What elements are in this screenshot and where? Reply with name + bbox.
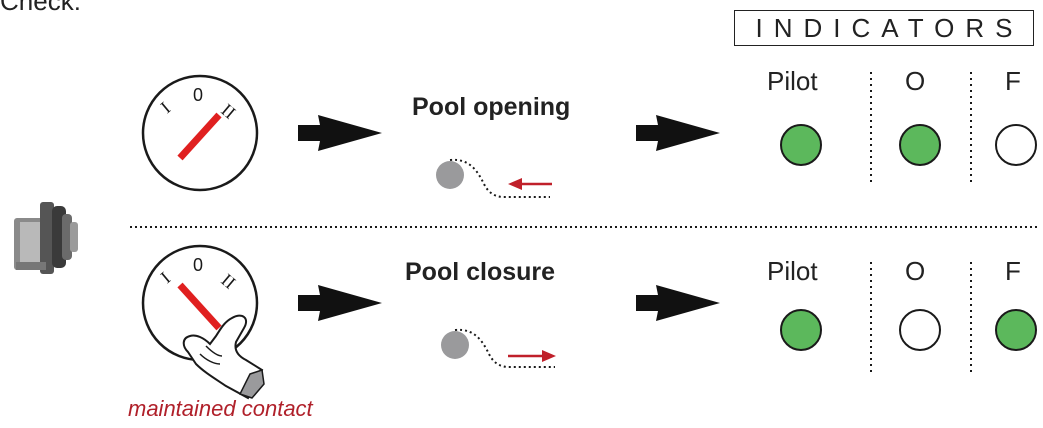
column-label-f: F: [1005, 256, 1021, 286]
maintained-contact-caption: maintained contact: [128, 396, 313, 421]
svg-text:II: II: [217, 100, 239, 123]
lamp-pilot: [780, 309, 822, 351]
direction-arrow-left-icon: [508, 178, 552, 190]
svg-text:I: I: [157, 268, 174, 287]
selector-switch-icon: I 0 II: [141, 74, 259, 192]
selector-switch-icon: I 0 II: [141, 244, 259, 362]
column-label-f: F: [1005, 66, 1021, 96]
lamp-o: [899, 124, 941, 166]
column-label-pilot: Pilot: [767, 66, 818, 96]
lamp-f: [995, 309, 1037, 351]
flow-arrow-icon: [636, 285, 720, 321]
pushbutton-device-icon: [14, 202, 78, 274]
column-label-o: O: [905, 256, 926, 286]
flow-arrow-icon: [298, 115, 382, 151]
travel-ball-icon: [436, 158, 550, 198]
svg-text:I: I: [157, 98, 174, 117]
lamp-o: [899, 309, 941, 351]
svg-text:II: II: [217, 270, 239, 293]
column-label-o: O: [905, 66, 926, 96]
indicators-title-box: INDICATORS: [734, 10, 1034, 46]
flow-arrow-icon: [636, 115, 720, 151]
row-label-closure: Pool closure: [405, 258, 556, 286]
lamp-f: [995, 124, 1037, 166]
header-text: Check:: [0, 0, 81, 16]
indicators-title: INDICATORS: [755, 12, 1024, 43]
row-label-opening: Pool opening: [412, 93, 571, 121]
direction-arrow-right-icon: [508, 350, 556, 362]
column-label-pilot: Pilot: [767, 256, 818, 286]
svg-text:0: 0: [193, 85, 203, 105]
svg-text:0: 0: [193, 255, 203, 275]
travel-ball-icon: [441, 328, 555, 368]
flow-arrow-icon: [298, 285, 382, 321]
lamp-pilot: [780, 124, 822, 166]
hand-icon: [182, 314, 265, 400]
